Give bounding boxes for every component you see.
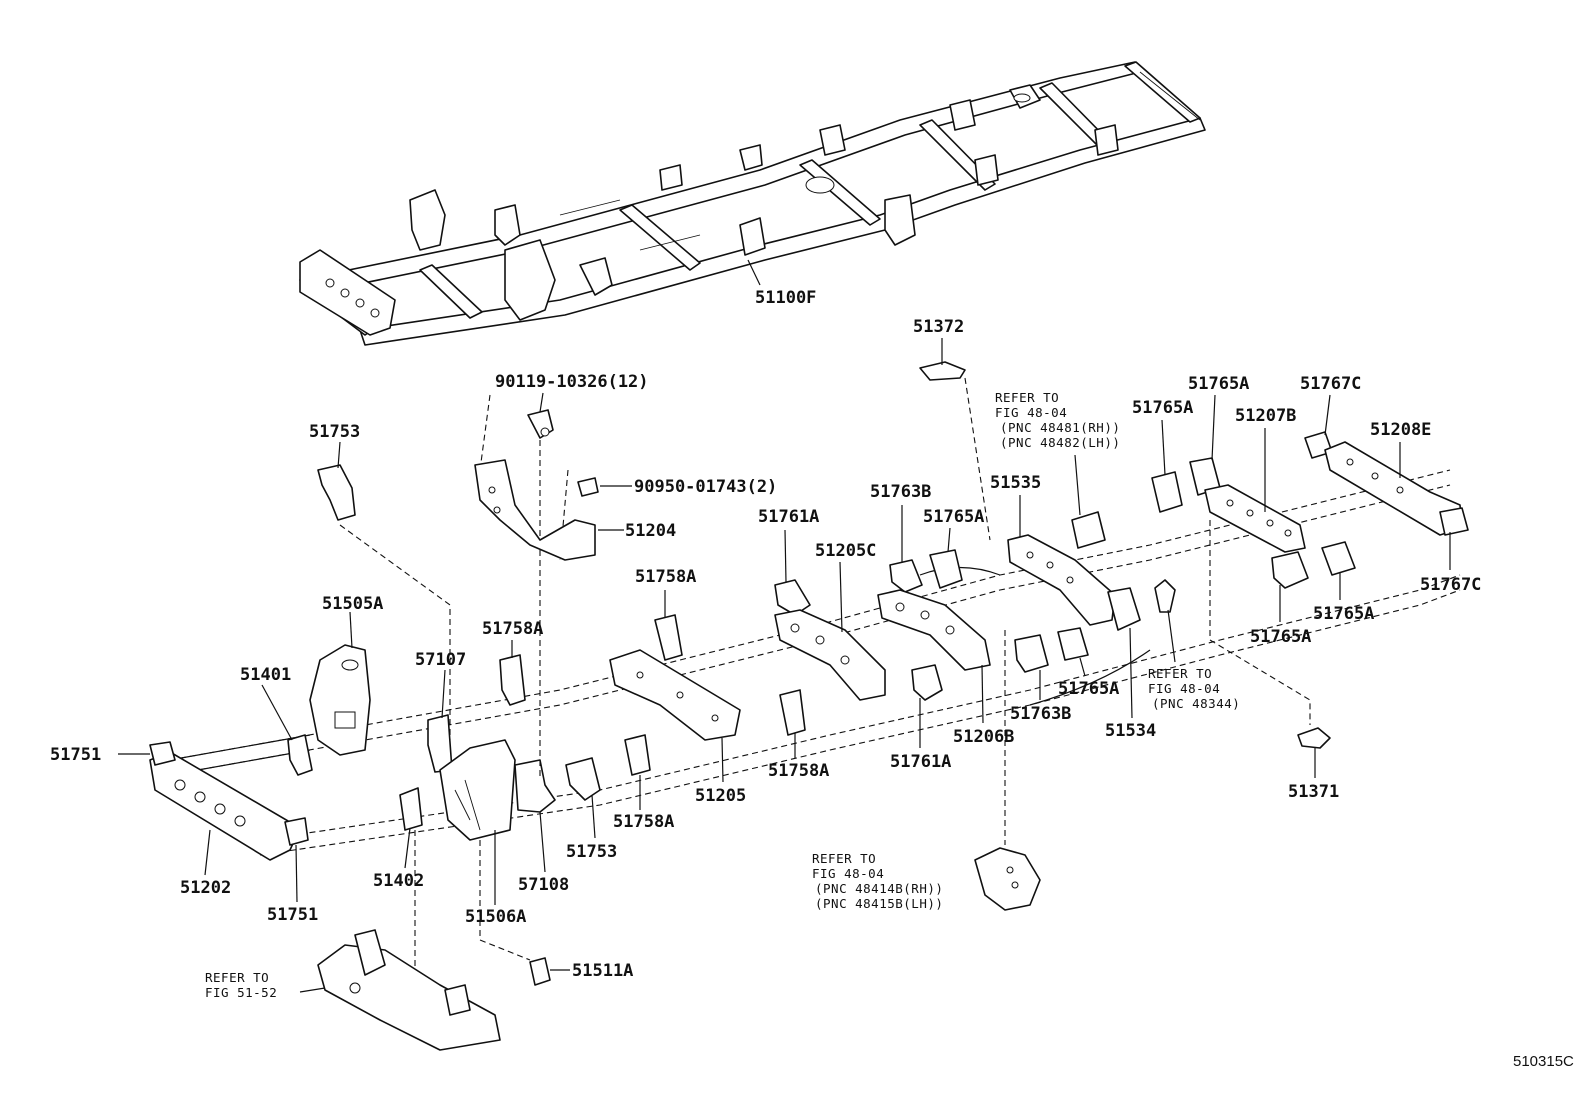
refer-48414-line1: REFER TO xyxy=(812,851,876,866)
refer-48344-line1: REFER TO xyxy=(1148,666,1212,681)
label-51761A-bottom: 51761A xyxy=(890,752,951,772)
label-51765A-3: 51765A xyxy=(1132,398,1193,418)
refer-48481-line2: FIG 48-04 xyxy=(995,405,1067,420)
label-51767C-top: 51767C xyxy=(1300,374,1361,394)
bracket-48414 xyxy=(974,847,1041,911)
crossmember-51206b xyxy=(877,589,991,671)
refer-48414-line3: (PNC 48414B(RH)) xyxy=(815,881,943,896)
bracket-51758a-2 xyxy=(654,614,683,661)
label-51758A-1: 51758A xyxy=(482,619,543,639)
label-51202: 51202 xyxy=(180,878,231,898)
refer-48344: REFER TO FIG 48-04 (PNC 48344) xyxy=(1148,666,1240,711)
bracket-51765a-2 xyxy=(1057,627,1089,661)
label-51763B-top: 51763B xyxy=(870,482,931,502)
label-51758A-2: 51758A xyxy=(635,567,696,587)
bolt-90119 xyxy=(527,409,554,439)
bracket-51765a-5 xyxy=(1271,551,1309,589)
figure-code: 510315C xyxy=(1513,1053,1574,1070)
label-51208E: 51208E xyxy=(1370,420,1431,440)
label-51751-bottom: 51751 xyxy=(267,905,318,925)
bracket-51765a-1 xyxy=(929,549,963,589)
label-51753-bottom: 51753 xyxy=(566,842,617,862)
plate-51372 xyxy=(919,361,966,381)
label-51765A-5: 51765A xyxy=(1250,627,1311,647)
label-51205: 51205 xyxy=(695,786,746,806)
support-51505a xyxy=(309,644,371,756)
crossmember-51208e xyxy=(1324,441,1463,536)
crossmember-51535 xyxy=(1007,534,1116,626)
refer-5152: REFER TO FIG 51-52 xyxy=(205,970,277,1000)
bracket-51763b-bottom xyxy=(1014,634,1049,673)
label-51758A-4: 51758A xyxy=(768,761,829,781)
bracket-51401 xyxy=(287,734,313,776)
refer-48414: REFER TO FIG 48-04 (PNC 48414B(RH)) (PNC… xyxy=(812,851,943,911)
label-51505A: 51505A xyxy=(322,594,383,614)
label-51534: 51534 xyxy=(1105,721,1156,741)
label-51100F: 51100F xyxy=(755,288,816,308)
bracket-51761a-bottom xyxy=(911,664,943,701)
refer-48414-line4: (PNC 48415B(LH)) xyxy=(815,896,943,911)
bracket-51758a-1 xyxy=(499,654,526,706)
label-51765A-2: 51765A xyxy=(1058,679,1119,699)
label-90950-01743: 90950-01743(2) xyxy=(634,477,777,497)
label-51207B: 51207B xyxy=(1235,406,1296,426)
label-51371: 51371 xyxy=(1288,782,1339,802)
label-51206B: 51206B xyxy=(953,727,1014,747)
label-90119-10326: 90119-10326(12) xyxy=(495,372,649,392)
label-51506A: 51506A xyxy=(465,907,526,927)
refer-48414-line2: FIG 48-04 xyxy=(812,866,884,881)
label-51758A-3: 51758A xyxy=(613,812,674,832)
refer-48481-line4: (PNC 48482(LH)) xyxy=(1000,435,1120,450)
refer-48481-line1: REFER TO xyxy=(995,390,1059,405)
bracket-51767c-right xyxy=(1439,507,1469,536)
bracket-51761a-top xyxy=(774,579,811,616)
label-51765A-4: 51765A xyxy=(1188,374,1249,394)
bracket-48481 xyxy=(1071,511,1106,549)
refer-48344-line2: FIG 48-04 xyxy=(1148,681,1220,696)
crossmember-51205c xyxy=(774,609,886,701)
bracket-51753-top xyxy=(317,464,356,521)
refer-5152-line2: FIG 51-52 xyxy=(205,985,277,1000)
refer-5152-line1: REFER TO xyxy=(205,970,269,985)
subframe-5152 xyxy=(317,929,501,1051)
plate-51511a xyxy=(529,957,551,986)
bracket-51758a-4 xyxy=(779,689,806,736)
bolt-90950 xyxy=(577,477,599,497)
support-51506a xyxy=(439,739,516,841)
bracket-51765a-6 xyxy=(1321,541,1356,576)
bracket-48344 xyxy=(1154,579,1176,613)
label-51511A: 51511A xyxy=(572,961,633,981)
bracket-51402 xyxy=(399,787,423,831)
label-51765A-1: 51765A xyxy=(923,507,984,527)
bracket-51758a-3 xyxy=(624,734,651,776)
plate-51371 xyxy=(1297,727,1331,749)
refer-48481: REFER TO FIG 48-04 (PNC 48481(RH)) (PNC … xyxy=(995,390,1120,450)
crossmember-51207b xyxy=(1204,484,1306,553)
bracket-51534 xyxy=(1107,587,1141,631)
label-51767C-right: 51767C xyxy=(1420,575,1481,595)
label-51205C: 51205C xyxy=(815,541,876,561)
label-51535: 51535 xyxy=(990,473,1041,493)
crossmember-51205 xyxy=(609,649,741,741)
label-51372: 51372 xyxy=(913,317,964,337)
label-51763B-bottom: 51763B xyxy=(1010,704,1071,724)
label-51753-top: 51753 xyxy=(309,422,360,442)
bracket-57108 xyxy=(514,759,556,813)
bracket-51765a-3 xyxy=(1151,471,1183,513)
label-51402: 51402 xyxy=(373,871,424,891)
label-51761A-top: 51761A xyxy=(758,507,819,527)
label-57107: 57107 xyxy=(415,650,466,670)
label-51751-left: 51751 xyxy=(50,745,101,765)
label-57108: 57108 xyxy=(518,875,569,895)
label-51204: 51204 xyxy=(625,521,676,541)
refer-48344-line3: (PNC 48344) xyxy=(1152,696,1240,711)
frame-assembly-drawing xyxy=(299,61,1206,346)
bracket-51763b-top xyxy=(889,559,923,593)
label-51765A-6: 51765A xyxy=(1313,604,1374,624)
crossmember-51202 xyxy=(149,741,309,861)
label-51401: 51401 xyxy=(240,665,291,685)
bracket-51204 xyxy=(474,459,596,561)
refer-48481-line3: (PNC 48481(RH)) xyxy=(1000,420,1120,435)
